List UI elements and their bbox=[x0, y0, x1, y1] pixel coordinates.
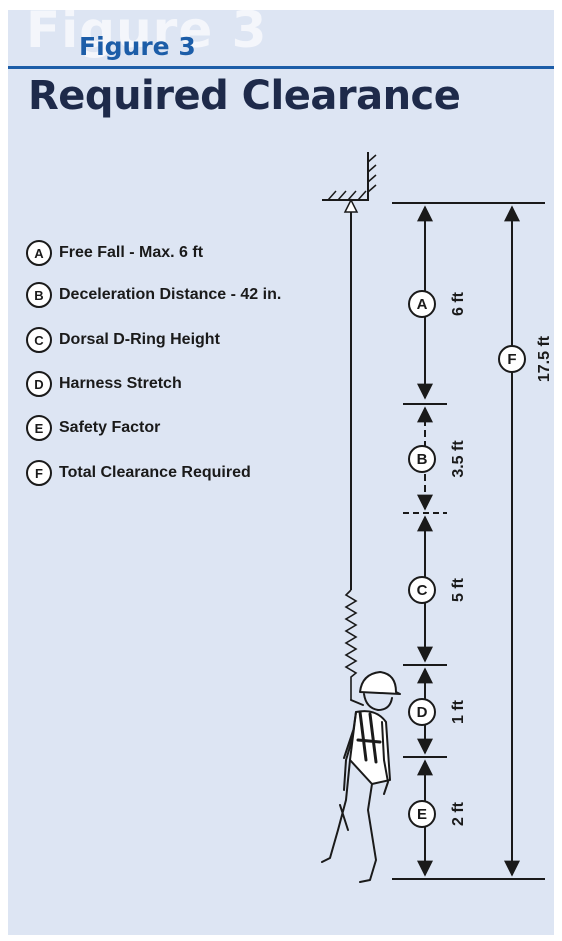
shock-absorber-coil bbox=[344, 589, 358, 700]
legend-badge-b: B bbox=[26, 282, 52, 308]
figure-title: Required Clearance bbox=[28, 73, 461, 119]
worker-figure bbox=[321, 671, 401, 883]
anchor-point-icon bbox=[322, 152, 377, 213]
dimension-label-a: A 6 ft bbox=[408, 290, 467, 318]
legend-label-c: Dorsal D-Ring Height bbox=[59, 331, 220, 348]
dimension-label-f: F 17.5 ft bbox=[498, 335, 553, 382]
dimension-badge-f: F bbox=[507, 351, 516, 368]
dimension-badge-d: D bbox=[417, 704, 428, 721]
legend-badge-a: A bbox=[26, 240, 52, 266]
title-divider bbox=[8, 66, 554, 69]
legend-label-d: Harness Stretch bbox=[59, 375, 182, 392]
dimension-value-e: 2 ft bbox=[450, 801, 467, 826]
figure-watermark-title: Figure 3 bbox=[26, 10, 268, 59]
dimension-badge-b: B bbox=[417, 451, 428, 468]
worker-helmet bbox=[359, 671, 401, 695]
dimension-value-b: 3.5 ft bbox=[450, 440, 467, 478]
dimension-badge-c: C bbox=[417, 582, 428, 599]
legend-badge-e: E bbox=[26, 415, 52, 441]
dimension-value-f: 17.5 ft bbox=[536, 335, 553, 382]
legend-item-c: C Dorsal D-Ring Height bbox=[26, 327, 220, 353]
reference-lines bbox=[392, 202, 545, 880]
dimension-value-d: 1 ft bbox=[450, 699, 467, 724]
legend-label-e: Safety Factor bbox=[59, 419, 161, 436]
dimension-badge-e: E bbox=[417, 806, 427, 823]
dimension-label-e: E 2 ft bbox=[408, 800, 467, 828]
figure-panel: Figure 3 Figure 3 Required Clearance A F… bbox=[8, 10, 554, 935]
legend-badge-f: F bbox=[26, 460, 52, 486]
dimension-label-c: C 5 ft bbox=[408, 576, 467, 604]
legend-label-b: Deceleration Distance - 42 in. bbox=[59, 286, 282, 303]
legend-item-f: F Total Clearance Required bbox=[26, 460, 251, 486]
legend-badge-d: D bbox=[26, 371, 52, 397]
legend-label-a: Free Fall - Max. 6 ft bbox=[59, 244, 204, 261]
dimension-label-b: B 3.5 ft bbox=[408, 440, 467, 478]
legend-item-d: D Harness Stretch bbox=[26, 371, 182, 397]
dimension-badge-a: A bbox=[417, 296, 428, 313]
figure-number: Figure 3 bbox=[79, 32, 196, 61]
clearance-diagram: A 6 ft B 3.5 ft C 5 ft D 1 ft E 2 ft F 1… bbox=[321, 152, 553, 883]
legend-badge-c: C bbox=[26, 327, 52, 353]
dimension-value-a: 6 ft bbox=[450, 291, 467, 316]
dorsal-harness bbox=[356, 710, 382, 764]
dimension-value-c: 5 ft bbox=[450, 577, 467, 602]
legend-item-b: B Deceleration Distance - 42 in. bbox=[26, 282, 281, 308]
legend-item-a: A Free Fall - Max. 6 ft bbox=[26, 240, 203, 266]
legend-label-f: Total Clearance Required bbox=[59, 464, 251, 481]
dimension-label-d: D 1 ft bbox=[408, 698, 467, 726]
legend-item-e: E Safety Factor bbox=[26, 415, 160, 441]
